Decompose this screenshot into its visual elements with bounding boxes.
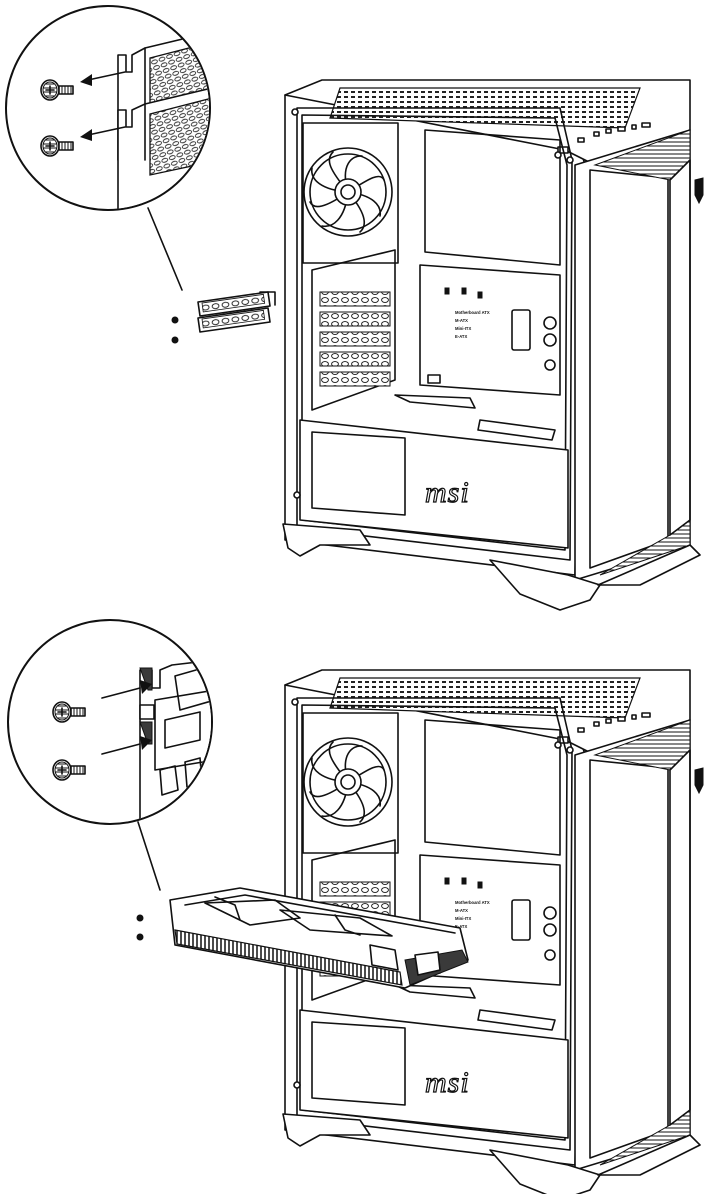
screw-icon: [172, 337, 178, 343]
screw-icon: [172, 317, 178, 323]
screw-icon: [137, 915, 143, 921]
pc-case-top: [283, 80, 703, 610]
step-2-install-graphics-card: [8, 620, 703, 1194]
removed-slot-covers: [172, 292, 275, 343]
zoom-detail-circle-2: [8, 620, 215, 824]
callout-line-1: [148, 208, 182, 290]
screw-icon: [137, 934, 143, 940]
step-1-remove-slot-covers: [6, 6, 703, 610]
callout-line-2: [138, 822, 160, 890]
zoom-detail-circle-1: [6, 6, 220, 210]
